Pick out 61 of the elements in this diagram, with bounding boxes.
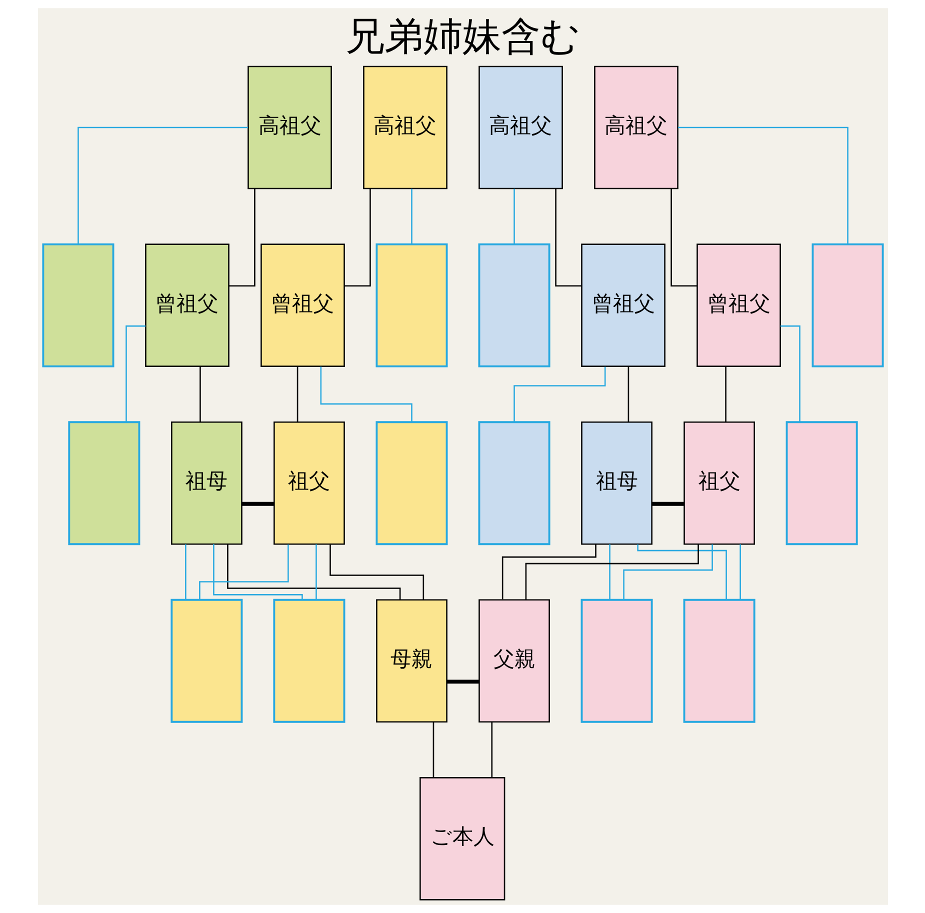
connector <box>410 188 412 244</box>
connector <box>125 325 146 422</box>
node-box <box>68 421 140 546</box>
connector <box>636 544 726 600</box>
node-box <box>785 421 858 546</box>
node-box <box>682 598 755 723</box>
node-box: ご本人 <box>419 777 505 900</box>
connector <box>344 188 370 286</box>
connector <box>432 722 434 778</box>
connector <box>627 366 629 422</box>
node-box <box>375 243 448 368</box>
node-box: 曾祖父 <box>580 244 665 367</box>
node-box: 祖父 <box>273 421 344 545</box>
node-box <box>375 421 448 546</box>
node-box: 祖母 <box>170 421 242 545</box>
node-box: 曾祖父 <box>260 244 344 367</box>
connector <box>329 544 424 600</box>
connector <box>184 544 186 600</box>
node-box: 母親 <box>376 599 447 723</box>
node-box: 父親 <box>478 599 550 723</box>
node-box <box>42 243 114 368</box>
node-box <box>170 598 242 723</box>
node-box <box>811 243 884 368</box>
connector <box>490 722 492 778</box>
node-box: 高祖父 <box>594 66 678 190</box>
connector <box>226 544 400 600</box>
node-box: 高祖父 <box>247 66 332 190</box>
connector <box>228 188 255 286</box>
node-box: 祖母 <box>580 421 652 545</box>
node-box <box>272 598 345 723</box>
node-box: 曾祖父 <box>144 244 229 367</box>
node-box <box>580 598 652 723</box>
node-box <box>478 243 550 368</box>
connector <box>513 188 514 244</box>
node-box: 高祖父 <box>478 66 562 190</box>
connector <box>212 544 302 600</box>
diagram-title: 兄弟姉妹含む <box>345 14 580 60</box>
connector <box>608 544 610 600</box>
connector <box>724 366 726 422</box>
connector <box>652 502 684 506</box>
node-box: 祖父 <box>683 421 754 545</box>
connector <box>241 502 274 506</box>
connector <box>315 544 316 600</box>
connector <box>320 366 412 422</box>
connector <box>501 544 596 600</box>
connector <box>780 325 800 422</box>
connector <box>739 544 740 600</box>
node-box: 高祖父 <box>362 66 447 190</box>
connector <box>678 126 848 244</box>
connector <box>296 366 298 422</box>
connector <box>77 126 248 244</box>
connector <box>198 544 288 600</box>
connector <box>446 680 478 684</box>
connector <box>554 188 582 286</box>
node-box <box>478 421 550 546</box>
connector <box>199 366 200 422</box>
node-box: 曾祖父 <box>696 244 780 367</box>
connector <box>524 544 698 600</box>
connector <box>513 366 606 422</box>
connector <box>670 188 697 286</box>
connector <box>622 544 712 600</box>
